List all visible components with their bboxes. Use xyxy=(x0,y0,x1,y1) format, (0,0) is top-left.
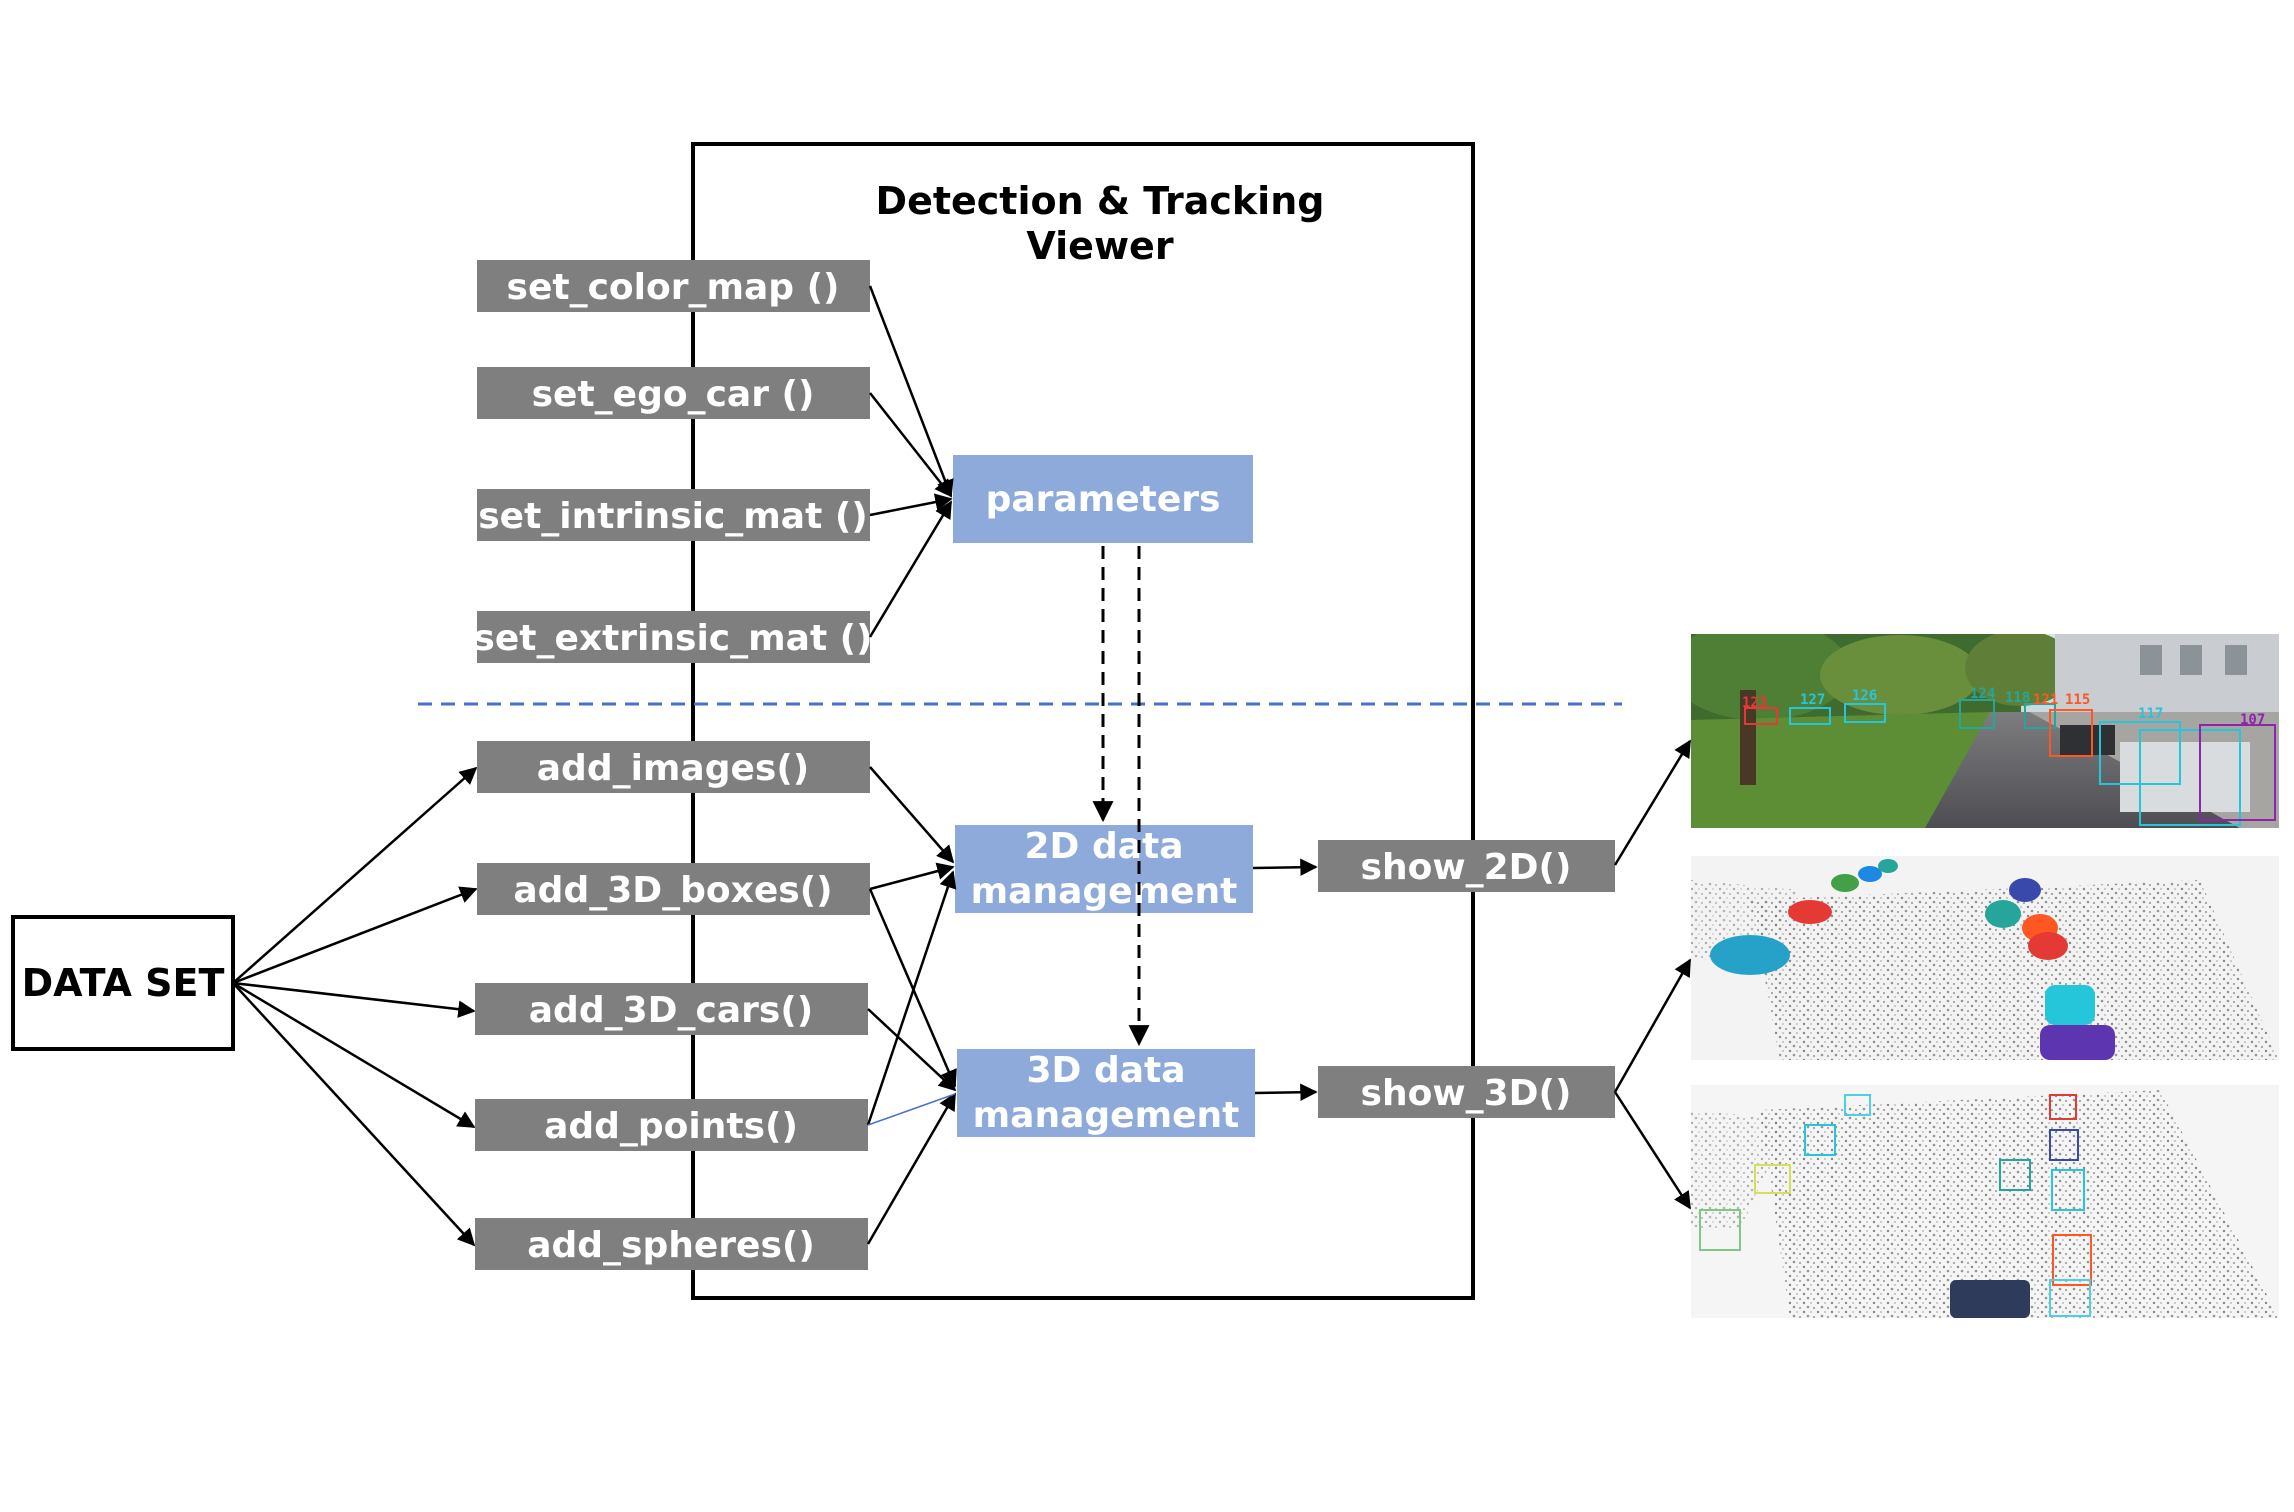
set-intrinsic-mat-box[interactable]: set_intrinsic_mat () xyxy=(477,489,870,541)
add-points-box[interactable]: add_points() xyxy=(475,1099,868,1151)
track-id-107: 107 xyxy=(2240,712,2265,728)
camera-view-thumbnail: 123 127 126 124 118 121 115 117 107 xyxy=(1691,634,2279,828)
output-connectors xyxy=(1252,739,1692,1210)
add-3d-boxes-box[interactable]: add_3D_boxes() xyxy=(477,863,870,915)
track-id-115: 115 xyxy=(2065,692,2090,708)
data-3d-label-line2: management xyxy=(973,1095,1240,1136)
dataset-label: DATA SET xyxy=(22,961,225,1005)
set-extrinsic-mat-label: set_extrinsic_mat () xyxy=(473,618,872,659)
show-2d-box[interactable]: show_2D() xyxy=(1318,840,1615,892)
show-3d-box[interactable]: show_3D() xyxy=(1318,1066,1615,1118)
set-intrinsic-mat-label: set_intrinsic_mat () xyxy=(478,496,868,537)
parameter-feed-lines xyxy=(1092,546,1150,1047)
parameters-module: parameters xyxy=(953,455,1253,543)
add-spheres-box[interactable]: add_spheres() xyxy=(475,1218,868,1270)
parameters-label: parameters xyxy=(986,479,1221,520)
set-ego-car-label: set_ego_car () xyxy=(532,374,815,415)
set-extrinsic-mat-box[interactable]: set_extrinsic_mat () xyxy=(473,611,873,663)
add-spheres-label: add_spheres() xyxy=(527,1225,815,1266)
add-3d-cars-box[interactable]: add_3D_cars() xyxy=(475,983,868,1035)
data-3d-management-module: 3D data management xyxy=(957,1049,1255,1137)
dataset-connectors xyxy=(232,766,478,1247)
data-3d-label-line1: 3D data xyxy=(1026,1050,1185,1091)
track-id-118: 118 xyxy=(2005,690,2030,706)
parameter-connectors xyxy=(868,285,954,638)
set-color-map-label: set_color_map () xyxy=(507,267,840,308)
viewer-title-line1: Detection & Tracking xyxy=(876,179,1325,223)
add-3d-boxes-label: add_3D_boxes() xyxy=(513,870,832,911)
data-2d-management-module: 2D data management xyxy=(955,825,1253,913)
data-2d-label-line1: 2D data xyxy=(1024,826,1183,867)
data-connectors xyxy=(866,766,957,1245)
data-2d-label-line2: management xyxy=(971,871,1238,912)
add-images-box[interactable]: add_images() xyxy=(477,741,870,793)
points-to-3d-connector xyxy=(867,1093,956,1126)
pointcloud-cars-thumbnail xyxy=(1691,856,2279,1060)
track-id-126: 126 xyxy=(1852,688,1877,704)
show-2d-label: show_2D() xyxy=(1361,847,1572,888)
track-id-121: 121 xyxy=(2033,692,2058,708)
show-3d-label: show_3D() xyxy=(1361,1073,1572,1114)
add-points-label: add_points() xyxy=(544,1106,798,1147)
viewer-frame xyxy=(691,142,1475,1300)
pointcloud-boxes-thumbnail xyxy=(1691,1085,2279,1318)
track-id-123: 123 xyxy=(1742,695,1767,711)
set-ego-car-box[interactable]: set_ego_car () xyxy=(477,367,870,419)
add-images-label: add_images() xyxy=(537,748,810,789)
set-color-map-box[interactable]: set_color_map () xyxy=(477,260,870,312)
viewer-title-line2: Viewer xyxy=(1026,224,1173,268)
track-id-127: 127 xyxy=(1800,692,1825,708)
dataset-box: DATA SET xyxy=(11,915,235,1051)
track-id-117: 117 xyxy=(2138,706,2163,722)
add-3d-cars-label: add_3D_cars() xyxy=(529,990,813,1031)
track-id-124: 124 xyxy=(1970,686,1995,702)
